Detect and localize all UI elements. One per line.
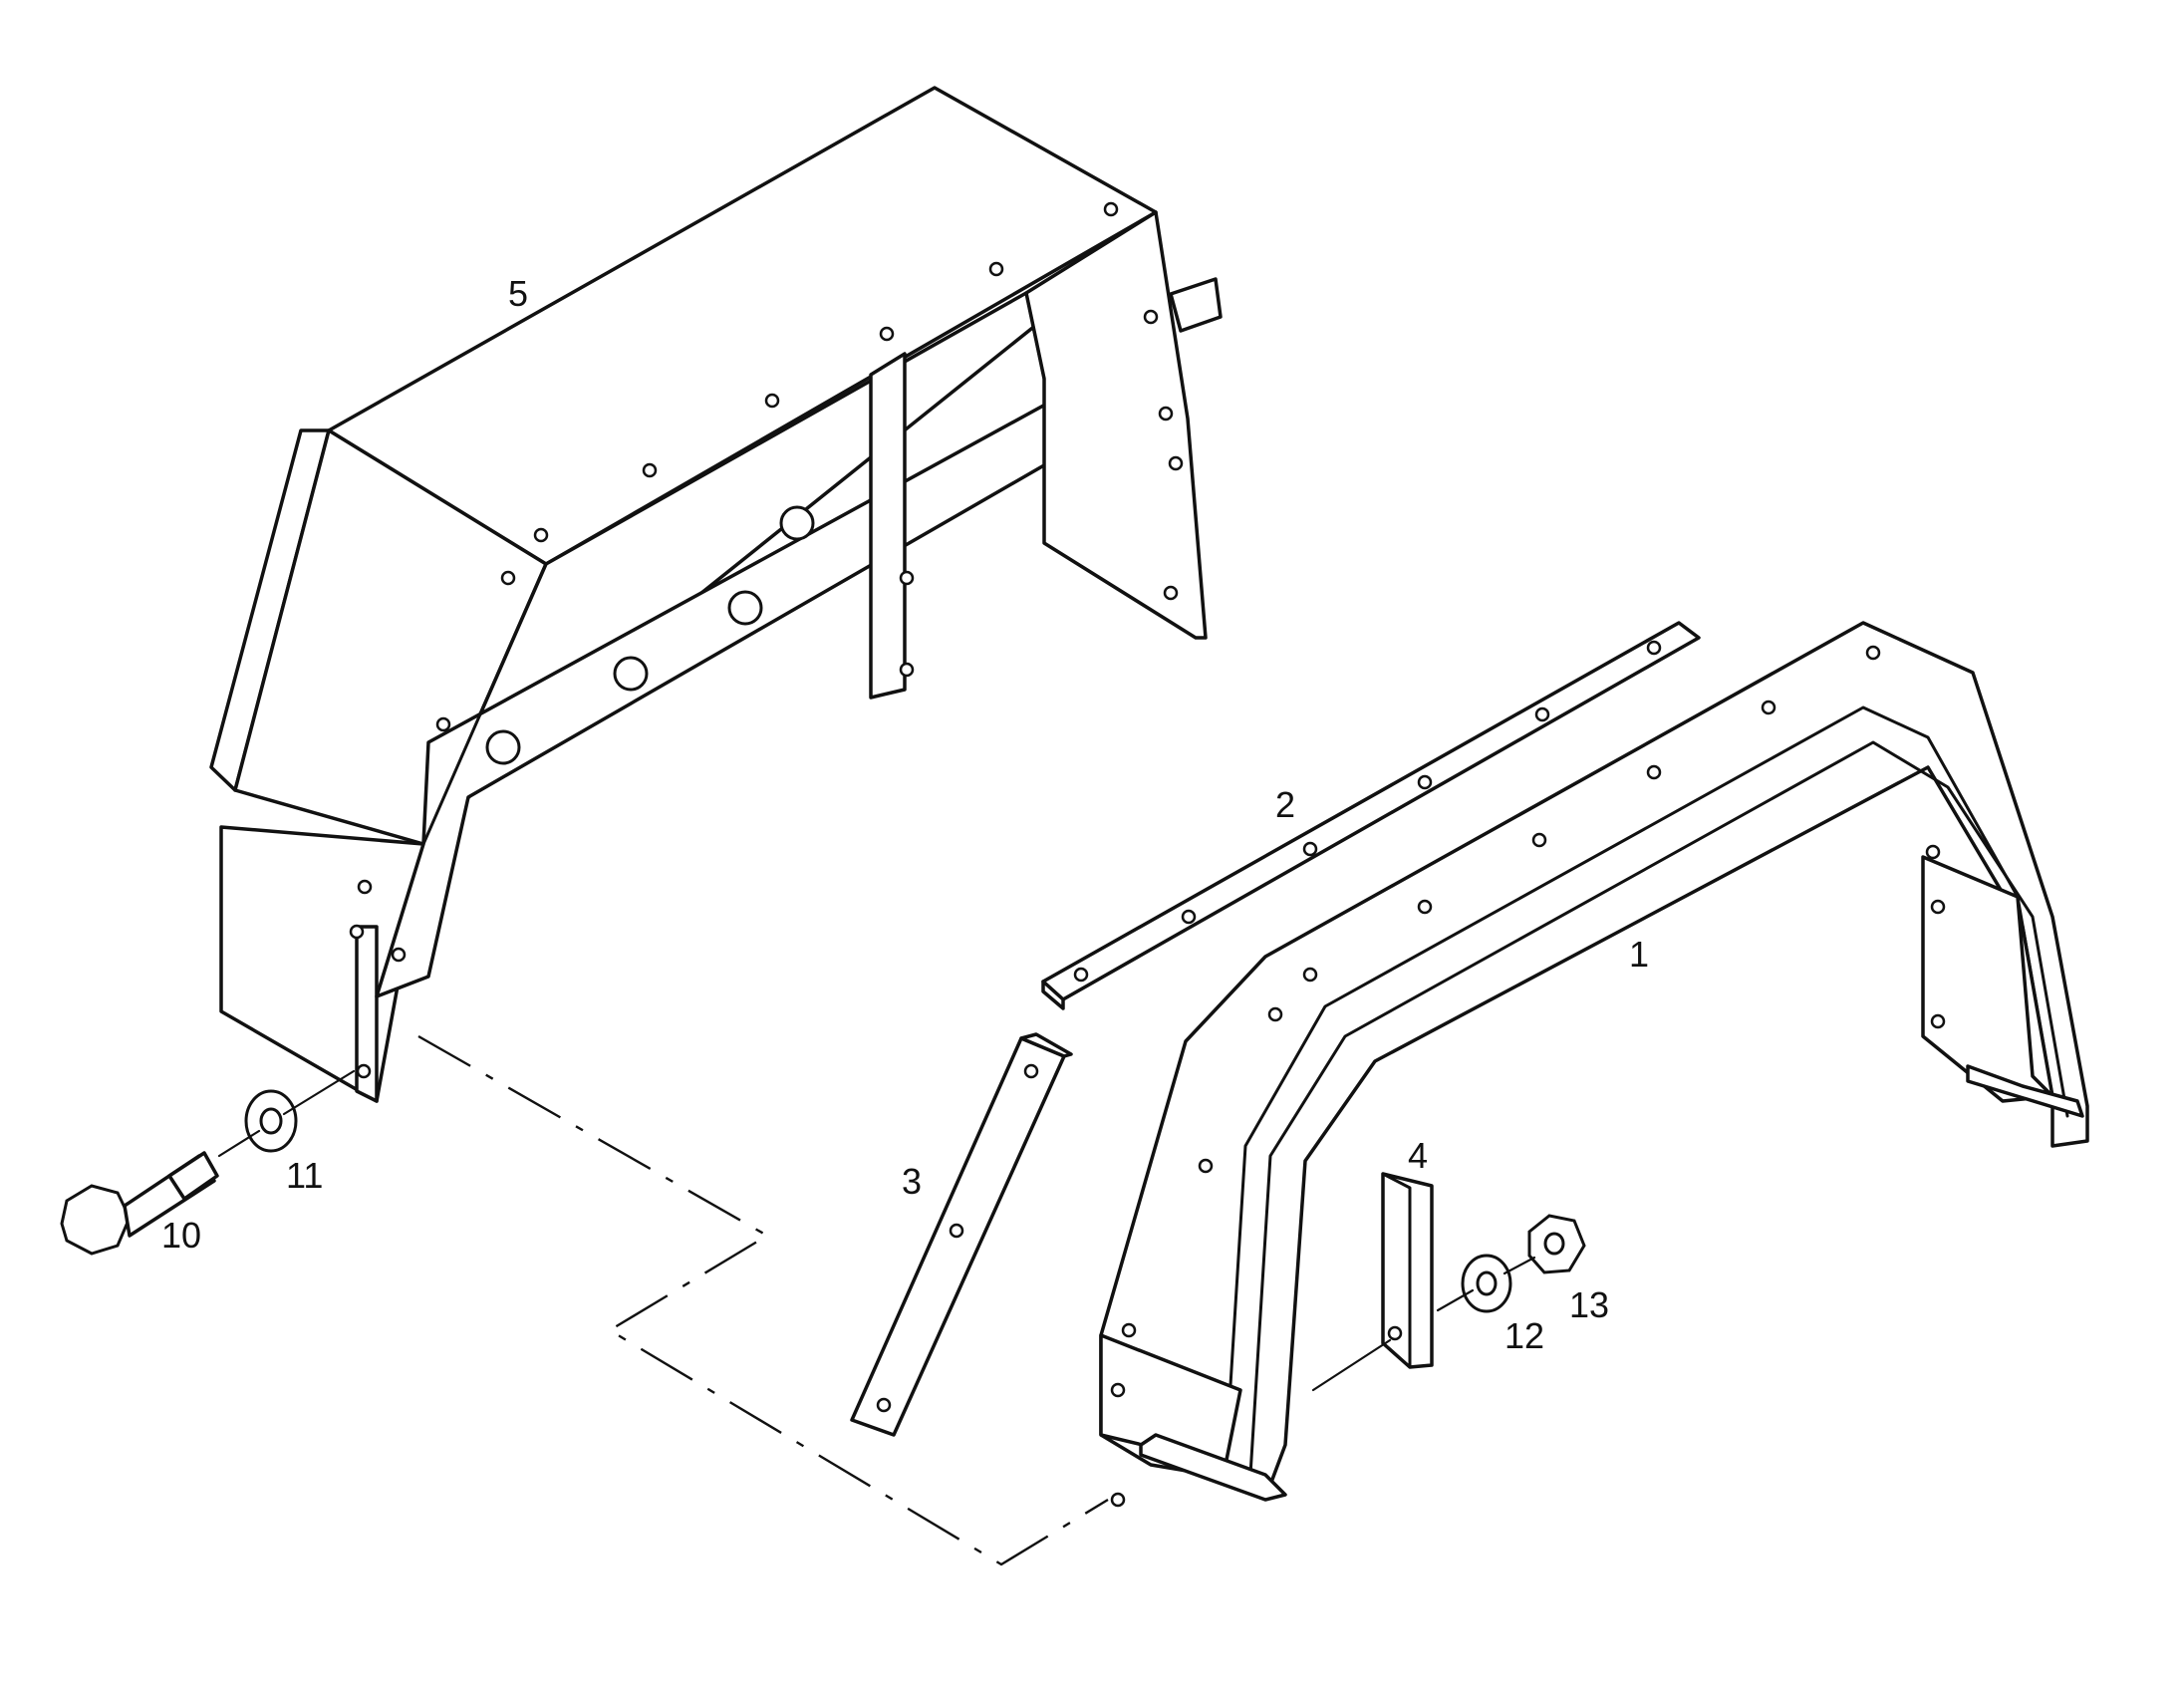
part5-hole — [899, 662, 915, 678]
callout-1: 1 — [1629, 934, 1649, 975]
callout-4: 4 — [1408, 1135, 1428, 1176]
part5-hole — [879, 326, 895, 342]
part5-hole — [357, 879, 373, 895]
part4-hole — [1387, 1325, 1403, 1341]
part-13-nut: 13 — [1527, 1214, 1609, 1325]
part-12-washer: 12 — [1461, 1254, 1544, 1356]
part-5-fender-bracket: 5 — [209, 86, 1223, 1103]
part-2-strip: 2 — [1041, 621, 1701, 1010]
part2-hole — [1181, 909, 1197, 925]
part5-hole — [356, 1063, 372, 1079]
part5-hole — [1168, 455, 1184, 471]
part1-hole — [1925, 844, 1941, 860]
part3-hole — [949, 1223, 964, 1239]
part5-hole — [642, 462, 658, 478]
part1-hole — [1110, 1492, 1126, 1508]
part5-hole — [349, 924, 365, 940]
part-1-front-fender: 1 — [1099, 621, 2089, 1508]
part5-hole — [764, 393, 780, 409]
part2-hole — [1302, 841, 1318, 857]
part5-bolt — [779, 505, 815, 541]
part5-hole — [988, 261, 1004, 277]
part5-hole — [899, 570, 915, 586]
part-4-plate: 4 — [1381, 1135, 1434, 1369]
part1-hole — [1198, 1158, 1214, 1174]
part5-hole — [1163, 585, 1179, 601]
part5-hole — [1103, 201, 1119, 217]
part1-hole — [1121, 1322, 1137, 1338]
callout-13: 13 — [1569, 1284, 1609, 1325]
part5-bolt — [613, 656, 649, 692]
part5-hole — [391, 947, 407, 963]
part5-hole — [1143, 309, 1159, 325]
part5-hole — [500, 570, 516, 586]
part1-hole — [1930, 1013, 1946, 1029]
part2-hole — [1534, 706, 1550, 722]
part1-hole — [1110, 1382, 1126, 1398]
part1-hole — [1531, 832, 1547, 848]
part1-hole — [1302, 967, 1318, 983]
part5-bolt — [485, 729, 521, 765]
part3-hole — [876, 1397, 892, 1413]
callout-3: 3 — [902, 1161, 922, 1202]
part1-hole — [1267, 1006, 1283, 1022]
part-3-angled-strip: 3 — [850, 1032, 1073, 1437]
callout-5: 5 — [508, 273, 528, 314]
part1-hole — [1930, 899, 1946, 915]
assembly-lines — [217, 1034, 1536, 1566]
part1-hole — [1865, 645, 1881, 661]
part2-hole — [1646, 640, 1662, 656]
part1-hole — [1417, 899, 1433, 915]
part5-hole — [533, 527, 549, 543]
part-11-washer: 11 — [244, 1089, 323, 1196]
callout-10: 10 — [161, 1215, 201, 1256]
part2-hole — [1417, 774, 1433, 790]
callout-2: 2 — [1275, 784, 1295, 825]
part5-hole — [1158, 406, 1174, 422]
part-10-bolt: 10 — [60, 1151, 219, 1256]
part5-hole — [435, 716, 451, 732]
callout-11: 11 — [286, 1155, 323, 1196]
part2-hole — [1073, 967, 1089, 983]
part1-hole — [1646, 764, 1662, 780]
part5-bolt — [727, 590, 763, 626]
part1-hole — [1761, 700, 1776, 715]
part3-hole — [1023, 1063, 1039, 1079]
callout-12: 12 — [1504, 1315, 1544, 1356]
